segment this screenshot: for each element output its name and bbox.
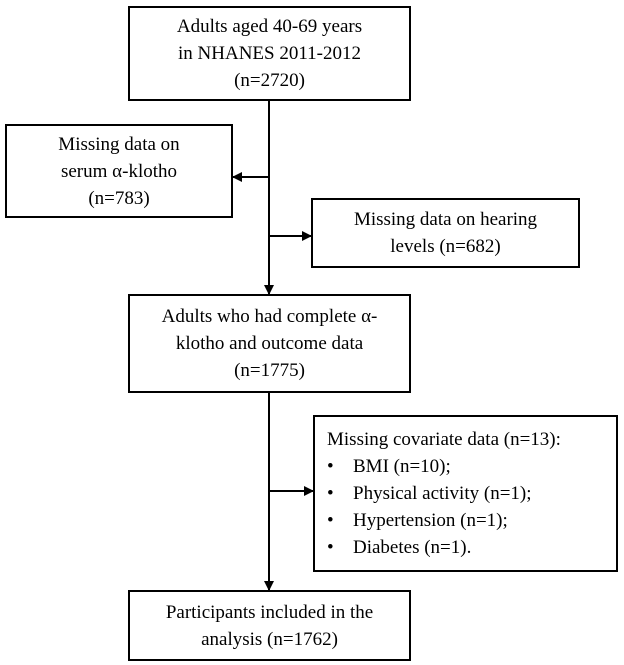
final-line-1: Participants included in the <box>165 601 374 623</box>
bullet-icon: • <box>327 510 334 531</box>
missing-hearing-line-1: Missing data on hearing <box>353 209 538 230</box>
covariate-bullet-label: Hypertension (n=1); <box>353 510 508 531</box>
missing-covariate-box: Missing covariate data (n=13): • BMI (n=… <box>313 415 618 572</box>
complete-line-2: klotho and outcome data <box>175 333 364 354</box>
start-line-1: Adults aged 40-69 years <box>176 16 363 37</box>
covariate-bullet-label: Diabetes (n=1). <box>353 537 472 558</box>
missing-klotho-box: Missing data on serum α-klotho (n=783) <box>5 124 233 218</box>
bullet-icon: • <box>327 456 334 477</box>
covariate-bullet-item: • BMI (n=10); <box>327 453 616 480</box>
missing-klotho-line-3: (n=783) <box>88 187 150 209</box>
complete-line-3: (n=1775) <box>234 360 305 381</box>
complete-data-box: Adults who had complete α- klotho and ou… <box>128 294 411 393</box>
missing-covariate-title: Missing covariate data (n=13): <box>327 429 561 450</box>
bullet-icon: • <box>327 537 334 558</box>
covariate-bullet-item: • Physical activity (n=1); <box>327 480 616 507</box>
start-box: Adults aged 40-69 years in NHANES 2011-2… <box>128 6 411 101</box>
missing-klotho-line-1: Missing data on <box>58 133 180 155</box>
covariate-bullet-item: • Hypertension (n=1); <box>327 507 616 534</box>
missing-klotho-line-2: serum α-klotho <box>60 160 178 182</box>
complete-line-1: Adults who had complete α- <box>161 306 378 327</box>
final-line-2: analysis (n=1762) <box>201 628 338 650</box>
missing-hearing-line-2: levels (n=682) <box>390 236 501 257</box>
covariate-bullet-label: Physical activity (n=1); <box>353 483 532 504</box>
start-line-3: (n=2720) <box>234 70 305 91</box>
bullet-icon: • <box>327 483 334 504</box>
covariate-bullet-label: BMI (n=10); <box>353 456 451 477</box>
start-line-2: in NHANES 2011-2012 <box>178 43 361 64</box>
missing-hearing-box: Missing data on hearing levels (n=682) <box>311 198 580 268</box>
covariate-bullet-item: • Diabetes (n=1). <box>327 534 616 561</box>
final-box: Participants included in the analysis (n… <box>128 590 411 661</box>
